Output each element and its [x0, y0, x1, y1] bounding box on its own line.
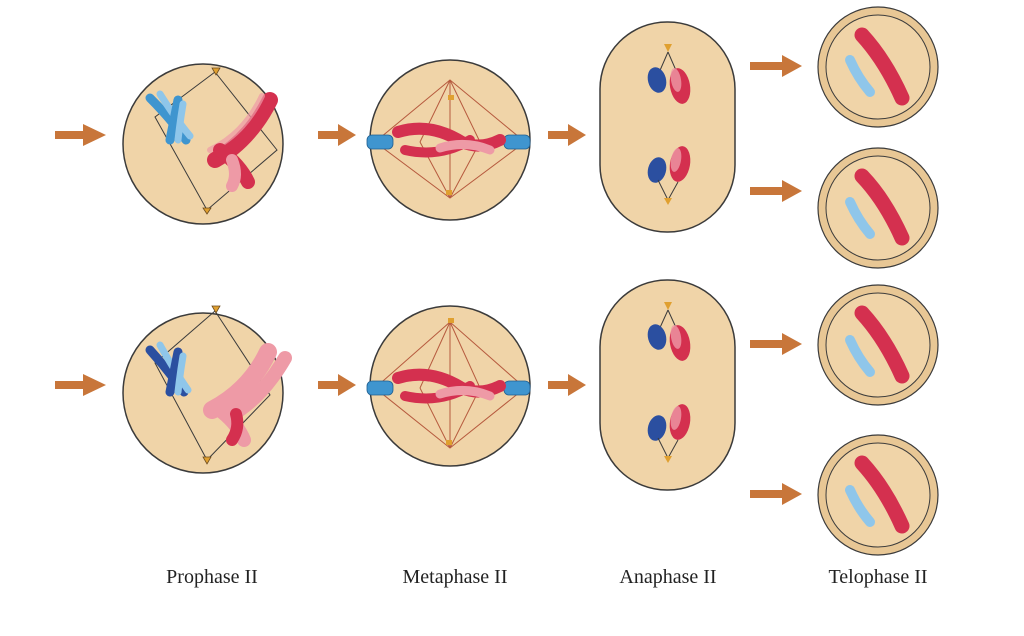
telophase-cell-1	[817, 6, 939, 128]
metaphase-label: Metaphase II	[402, 566, 508, 588]
arrow-icon	[55, 124, 106, 146]
arrow-icon	[750, 483, 802, 505]
chromosome-blue	[145, 341, 192, 397]
arrow-icon	[750, 180, 802, 202]
chromosome-red	[207, 92, 278, 192]
metaphase-cell-bottom	[366, 305, 531, 467]
arrow-icon	[55, 374, 106, 396]
anaphase-cell-top	[599, 21, 736, 233]
arrow-icon	[318, 374, 356, 396]
telophase-cell-4	[817, 434, 939, 556]
chromosome-blue	[145, 90, 194, 145]
arrow-icon	[548, 374, 586, 396]
arrow-icon	[318, 124, 356, 146]
telophase-cell-2	[817, 147, 939, 269]
chromosome-pink	[203, 343, 292, 447]
anaphase-cell-bottom	[599, 279, 736, 491]
metaphase-cell-top	[366, 59, 531, 221]
prophase-label: Prophase II	[166, 566, 258, 588]
telophase-label: Telophase II	[828, 566, 928, 588]
arrow-icon	[750, 55, 802, 77]
arrow-icon	[750, 333, 802, 355]
telophase-cell-3	[817, 284, 939, 406]
arrow-icon	[548, 124, 586, 146]
anaphase-label: Anaphase II	[619, 566, 717, 588]
prophase-cell-bottom	[122, 305, 292, 474]
prophase-cell-top	[122, 63, 284, 225]
